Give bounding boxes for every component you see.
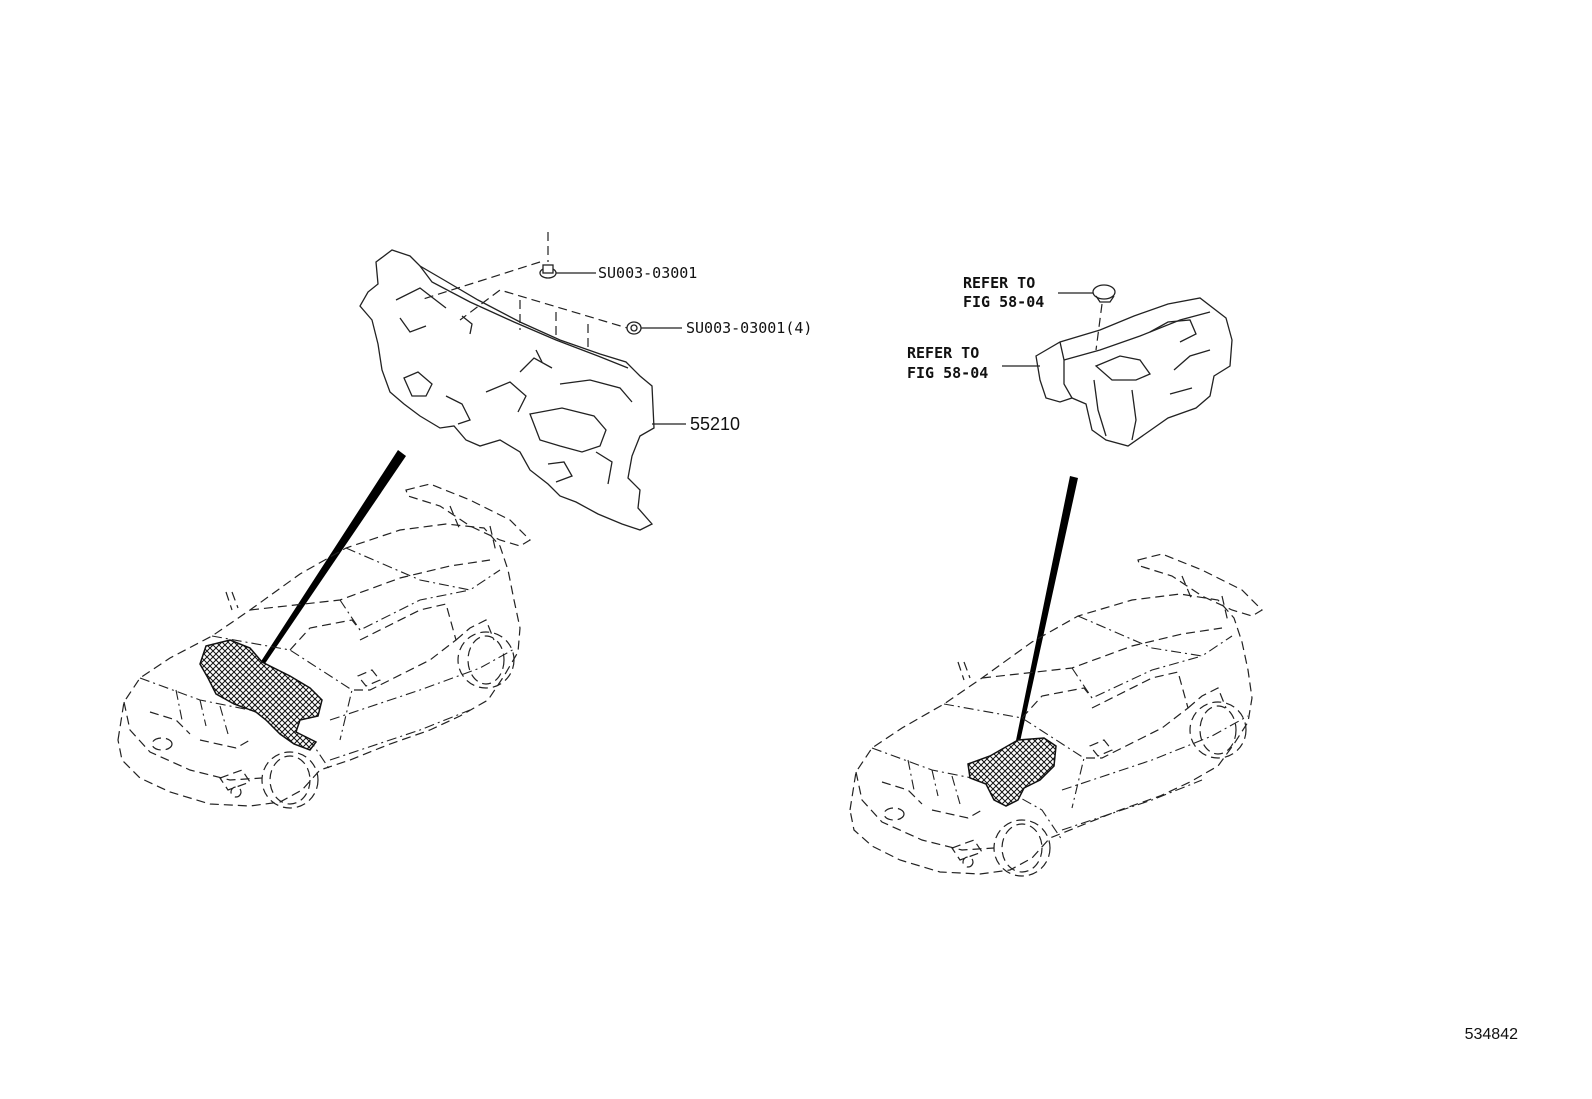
figure-number: 534842 [1465,1026,1518,1043]
callout-refer-upper-line1: REFER TO [963,274,1035,292]
callout-part-main: 55210 [690,414,740,434]
grommet-guide-line [1095,303,1103,351]
callout-refer-upper-line2: FIG 58-04 [963,293,1044,311]
clip-icon-multi [626,321,642,335]
callout-refer-lower-line2: FIG 58-04 [907,364,988,382]
car-outline-right [849,553,1263,877]
callout-clip-multi: SU003-03001(4) [686,319,812,337]
location-pointer [258,450,406,668]
floor-silencer-part [1035,297,1233,447]
car-outline-left [117,483,531,809]
grommet-icon [1092,284,1116,303]
callout-refer-lower-line1: REFER TO [907,344,979,362]
highlight-area-right [967,737,1057,807]
clip-icon [539,264,557,279]
callout-clip-single: SU003-03001 [598,264,697,282]
dash-insulator-part [359,249,655,531]
location-pointer [1012,476,1078,760]
clip-guide-lines [419,232,635,350]
highlight-area-left [199,639,323,751]
